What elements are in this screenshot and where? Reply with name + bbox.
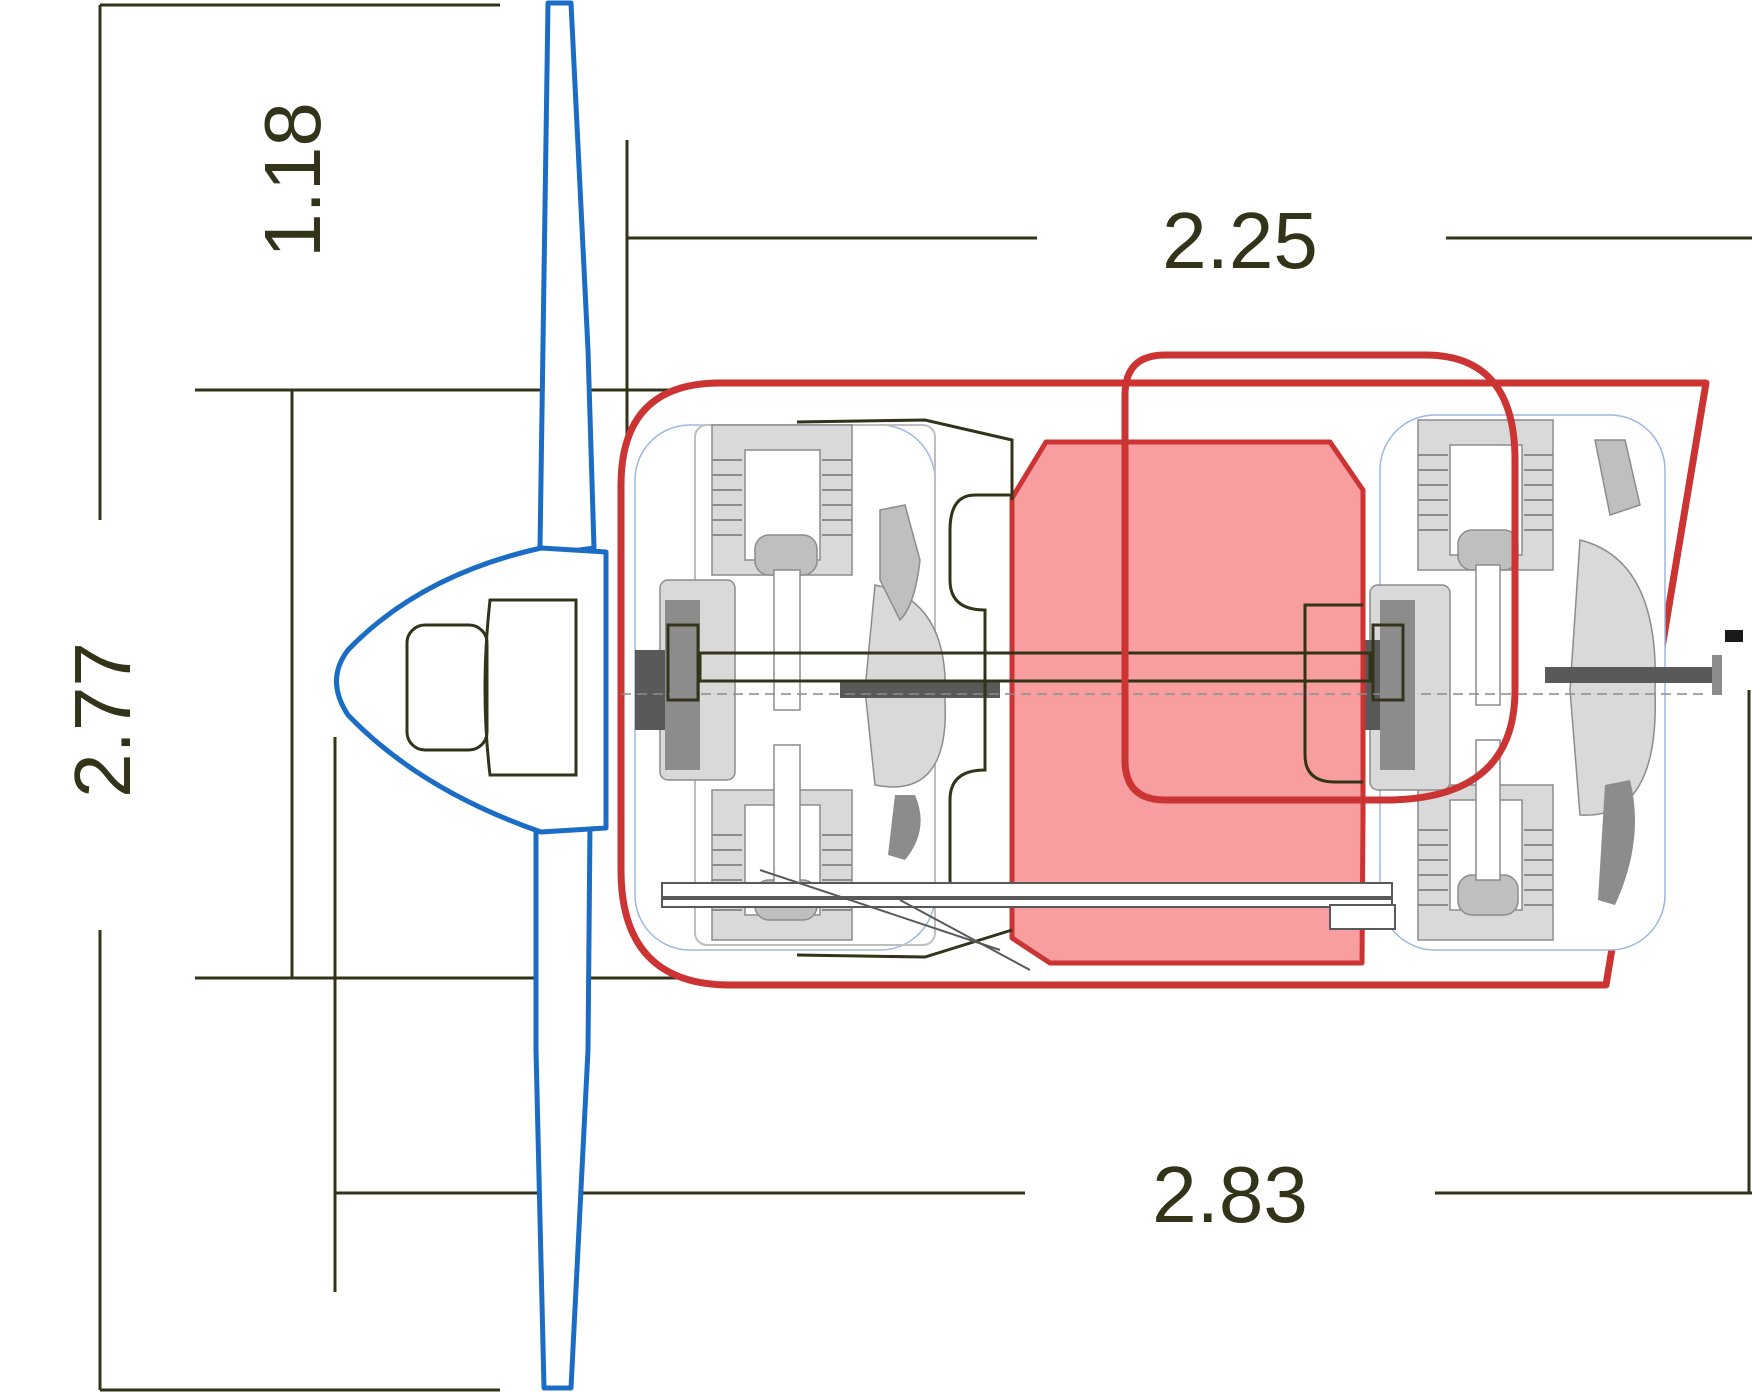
front-exhaust-duct bbox=[888, 795, 921, 860]
label-total-height: 2.77 bbox=[58, 642, 147, 798]
front-cylinder-top bbox=[711, 424, 853, 711]
spinner bbox=[334, 545, 609, 835]
front-intake-duct bbox=[879, 504, 921, 622]
upper-cowl-outline bbox=[1121, 351, 1519, 804]
rear-cylinder-bottom bbox=[1417, 739, 1554, 941]
rear-exhaust-duct bbox=[1598, 780, 1635, 905]
dimension-lines bbox=[98, 3, 1752, 1392]
connecting-shaft bbox=[698, 651, 1372, 683]
rear-shaft-end bbox=[1712, 655, 1722, 695]
spinner-hub bbox=[405, 598, 578, 777]
propeller bbox=[334, 0, 609, 1391]
highlight-fill-region bbox=[1009, 439, 1366, 966]
label-overall-length: 2.83 bbox=[1152, 1150, 1308, 1239]
rear-shaft-marker bbox=[1725, 630, 1743, 642]
rear-cooling-fins bbox=[1418, 454, 1553, 906]
rear-engine-module bbox=[1345, 414, 1743, 951]
rear-cylinder-top bbox=[1417, 419, 1554, 706]
label-propeller-half-span: 1.18 bbox=[248, 102, 337, 258]
front-shaft bbox=[840, 680, 1000, 698]
dimension-labels: 1.18 2.77 2.25 2.83 bbox=[58, 102, 1318, 1239]
lower-rods bbox=[661, 869, 1396, 971]
rear-shaft bbox=[1545, 667, 1715, 683]
front-engine-module bbox=[634, 424, 1000, 951]
label-engine-length: 2.25 bbox=[1162, 196, 1318, 285]
module-outlines bbox=[666, 418, 1405, 959]
rear-intake-duct bbox=[1594, 439, 1641, 516]
front-cooling-fins bbox=[712, 459, 852, 911]
